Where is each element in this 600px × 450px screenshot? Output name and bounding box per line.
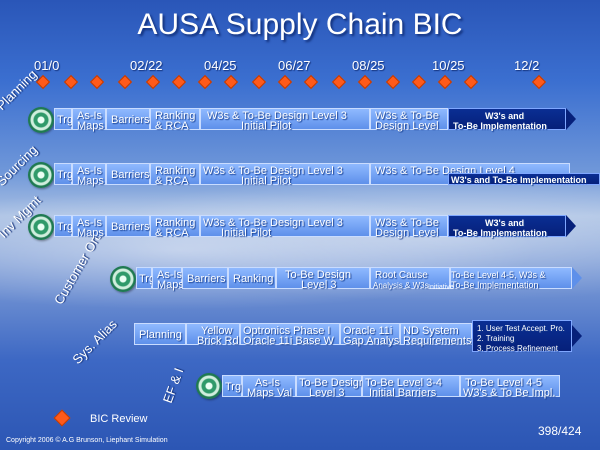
start-ring-icon xyxy=(28,214,54,240)
milestone-diamond-icon xyxy=(277,74,293,90)
barriers-segment[interactable]: Barriers xyxy=(106,108,150,130)
initiative-label: Initiative xyxy=(428,284,454,291)
milestone-diamond-icon xyxy=(117,74,133,90)
swimlane-planning: Planning xyxy=(0,66,40,113)
milestone-diamond-icon xyxy=(531,74,547,90)
barriers-segment[interactable]: Barriers xyxy=(106,215,150,237)
date-label: 12/2 xyxy=(514,58,540,73)
milestone-diamond-icon xyxy=(171,74,187,90)
implementation-segment[interactable]: To-Be Level 4-5, W3s &To-Be Implementati… xyxy=(450,267,572,290)
trg-segment[interactable]: Trg xyxy=(54,163,73,185)
trg-segment[interactable]: Trg xyxy=(54,108,73,130)
ranking-segment[interactable]: Ranking& RCA xyxy=(150,108,200,132)
ranking-segment[interactable]: Ranking& RCA xyxy=(150,215,200,239)
post-implementation-segment[interactable]: 1. User Test Accept. Pro. 2. Training 3.… xyxy=(472,320,572,353)
milestone-diamond-icon xyxy=(385,74,401,90)
arrow-tip-icon xyxy=(566,108,576,130)
milestone-diamond-icon xyxy=(331,74,347,90)
ranking-segment[interactable]: Ranking xyxy=(228,267,276,289)
page-number: 398/424 xyxy=(538,424,582,438)
trg-segment[interactable]: Trg xyxy=(136,267,155,289)
swimlane-sys-alias: Sys. Alias xyxy=(69,316,120,367)
milestone-diamond-icon xyxy=(411,74,427,90)
swimlane-ef: EF & I xyxy=(159,365,187,405)
milestone-diamond-icon xyxy=(251,74,267,90)
copyright: Copyright 2006 © A.G Brunson, Liephant S… xyxy=(6,437,168,444)
milestone-diamond-icon xyxy=(63,74,79,90)
milestone-diamond-icon xyxy=(463,74,479,90)
milestone-diamond-icon xyxy=(197,74,213,90)
date-label: 06/27 xyxy=(278,58,311,73)
milestone-diamond-icon xyxy=(53,409,71,427)
planning-segment[interactable]: Planning xyxy=(134,323,186,345)
legend-label: BIC Review xyxy=(90,413,148,425)
trg-segment[interactable]: Trg xyxy=(54,215,73,237)
implementation-segment[interactable]: W3's and To-Be Implementation xyxy=(448,173,600,185)
arrow-tip-icon xyxy=(566,215,576,237)
start-ring-icon xyxy=(110,266,136,292)
trg-segment[interactable]: Trg xyxy=(222,375,242,397)
milestone-diamond-icon xyxy=(223,74,239,90)
start-ring-icon xyxy=(28,162,54,188)
date-label: 02/22 xyxy=(130,58,163,73)
milestone-diamond-icon xyxy=(357,74,373,90)
barriers-segment[interactable]: Barriers xyxy=(182,267,228,289)
date-label: 08/25 xyxy=(352,58,385,73)
milestone-diamond-icon xyxy=(145,74,161,90)
date-label: 04/25 xyxy=(204,58,237,73)
arrow-tip-icon xyxy=(572,267,582,289)
milestone-diamond-icon xyxy=(89,74,105,90)
date-label: 10/25 xyxy=(432,58,465,73)
milestone-diamond-icon xyxy=(437,74,453,90)
ranking-segment[interactable]: Ranking& RCA xyxy=(150,163,200,187)
arrow-tip-icon xyxy=(572,325,582,347)
start-ring-icon xyxy=(28,107,54,133)
start-ring-icon xyxy=(196,373,222,399)
slide-title: AUSA Supply Chain BIC xyxy=(137,8,463,41)
barriers-segment[interactable]: Barriers xyxy=(106,163,150,185)
date-label: 01/0 xyxy=(34,58,60,73)
milestone-diamond-icon xyxy=(303,74,319,90)
sky-background xyxy=(0,180,600,320)
